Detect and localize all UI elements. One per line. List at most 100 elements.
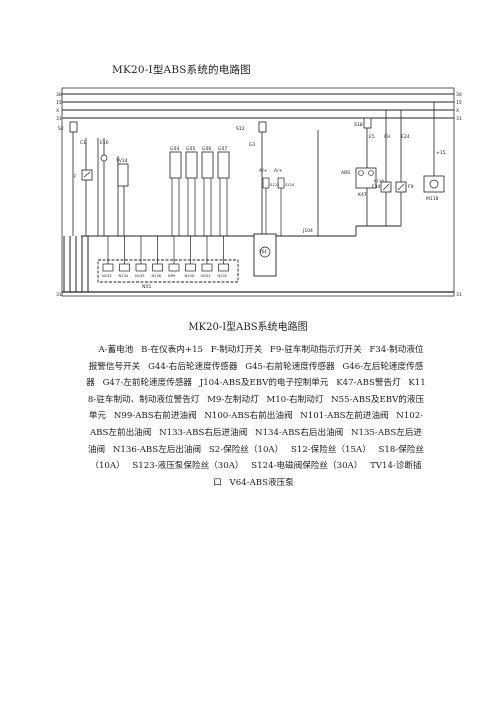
legend-item: G47-左前轮速度传感器 [102, 378, 193, 389]
rail-label-left: 15 [56, 100, 62, 106]
legend-item: F9-驻车制动指示灯开关 [269, 345, 362, 355]
abs-warning-lamp [355, 167, 377, 189]
legend-item: F34-制动液位报警信号开关 [88, 345, 424, 372]
label-g44: G44 [170, 146, 179, 152]
legend-item: S123-液压泵保险丝（30A） [132, 461, 244, 472]
pump-valve-fuses: A/+ A/+ S123 S124 [259, 168, 295, 236]
label-j104: J104 [302, 228, 313, 234]
label-k118: K118 [374, 178, 384, 183]
valve-coil [152, 263, 163, 272]
fuse-label-s12: S12 [236, 126, 245, 132]
valve-label: N135 [135, 274, 145, 278]
label-g3: G3 [249, 142, 255, 148]
valve-coil [135, 263, 147, 272]
fuse-label-s18: S18 [354, 122, 363, 128]
control-unit-j104: J104 [81, 225, 401, 237]
abs-pump-v64: V64 [253, 233, 277, 277]
valve-coil [168, 263, 180, 272]
legend-item: K118-驻车制动、制动液位警告灯 [87, 378, 426, 405]
label-g45: G45 [186, 146, 195, 152]
ground-label-left: 31 [56, 292, 62, 298]
valve-coil [218, 263, 229, 272]
valve-label: N100 [185, 274, 195, 278]
legend-item: S2-保险丝（10A） [208, 444, 284, 455]
rail-label-left: 31 [56, 116, 62, 122]
warning-lamps: ABS E5 K47 K118 CH E24 F34 F9 [341, 134, 414, 198]
label-s124: S124 [285, 183, 295, 187]
rail-label-right: 30 [456, 92, 462, 98]
label-c1: C1 [80, 140, 86, 146]
diagnostic-plug: TV14 [115, 158, 129, 187]
fuse-s18 [363, 117, 372, 129]
power-rails [62, 93, 454, 293]
sensor-g46 [201, 151, 214, 179]
component-legend: A-蓄电池 B-在仪表内+15 F-制动灯开关 F9-驻车制动指示灯开关 F34… [86, 342, 426, 491]
diagram-caption: MK20-Ⅰ型ABS系统电路图 [188, 322, 308, 333]
legend-item: S12-保险丝（15A） [290, 444, 371, 455]
label-b-plus15: +15 [436, 150, 446, 156]
instrument-supply: +15 M118 [423, 150, 446, 202]
label-g47: G47 [218, 146, 227, 152]
valve-coil [119, 263, 130, 272]
brake-light-switch: F [74, 169, 93, 181]
circuit-diagram: 30 15 X 31 30 15 X 31 31 31 S2 S12 S18 [56, 86, 466, 304]
valve-label: N99 [168, 274, 176, 278]
sensor-g47 [217, 151, 230, 179]
label-m118: M118 [426, 196, 439, 202]
label-s123: S123 [270, 183, 279, 187]
legend-item: N134-ABS右后出油阀 [255, 427, 344, 438]
fuse-label-s2: S2 [58, 126, 64, 132]
legend-item: G45-右前轮速度传感器 [245, 361, 335, 372]
valve-coil [185, 263, 196, 272]
rail-label-left: 30 [56, 92, 62, 98]
label-e24: E24 [401, 134, 410, 140]
diagram-frame [61, 87, 455, 297]
valve-coil [102, 263, 114, 272]
lamp-icon [100, 154, 108, 162]
legend-item: S124-电磁阀保险丝（30A） [251, 461, 363, 472]
rail-label-left: X [56, 108, 59, 114]
label-e5: E5 [369, 134, 375, 140]
sensor-g44 [169, 151, 182, 179]
label-ch: CH [384, 134, 391, 140]
label-a-plus-1: A/+ [259, 168, 268, 174]
legend-item: N55-ABS及EBV的液压单元 [88, 394, 425, 422]
legend-item: J104-ABS及EBV的电子控制单元 [199, 378, 329, 389]
valve-label: N136 [152, 274, 162, 278]
label-f34: F34 [372, 184, 380, 190]
legend-item: N100-ABS右前出油阀 [204, 411, 293, 422]
rail-label-right: X [456, 108, 459, 114]
legend-item: N136-ABS左后出油阀 [112, 444, 202, 455]
legend-item: N99-ABS右前进油阀 [113, 411, 197, 422]
rail-label-right: 15 [456, 100, 462, 106]
legend-item: B-在仪表内+15 [141, 345, 203, 355]
legend-item: M10-右制动灯 [266, 394, 324, 405]
ground-label-right: 31 [456, 292, 462, 298]
label-k47: K47 [358, 192, 367, 198]
legend-item: N102-ABS左前出油阀 [89, 411, 424, 438]
wheel-speed-sensors: G44 G45 G46 G47 [169, 146, 230, 236]
page-title: MK20-Ⅰ型ABS系统的电路图 [112, 64, 251, 76]
circuit-diagram-svg: 30 15 X 31 30 15 X 31 31 31 S2 S12 S18 [56, 87, 462, 298]
label-f: F [74, 174, 77, 180]
legend-item: G46-左后轮速度传感器 [86, 361, 424, 389]
label-a-plus-2: A/+ [274, 168, 283, 174]
label-v64: V64 [259, 249, 267, 254]
legend-item: F-制动灯开关 [210, 345, 263, 355]
label-abs: ABS [341, 170, 350, 176]
valve-label: N102 [218, 274, 228, 278]
valve-coil [201, 263, 213, 272]
legend-item: N101-ABS左前进油阀 [300, 411, 389, 422]
label-e16: E16 [100, 140, 109, 146]
valve-label: N101 [201, 274, 211, 278]
rail-label-right: 31 [456, 116, 462, 122]
label-tv14: TV14 [115, 158, 128, 164]
fuse-s12 [258, 121, 267, 133]
legend-item: V64-ABS液压泵 [229, 477, 294, 488]
legend-item: S18-保险丝（10A） [90, 444, 425, 472]
legend-item: N135-ABS左后进油阀 [87, 427, 423, 455]
sensor-g45 [185, 151, 198, 179]
valve-label: N133 [102, 274, 112, 278]
label-f9: F9 [408, 184, 414, 190]
